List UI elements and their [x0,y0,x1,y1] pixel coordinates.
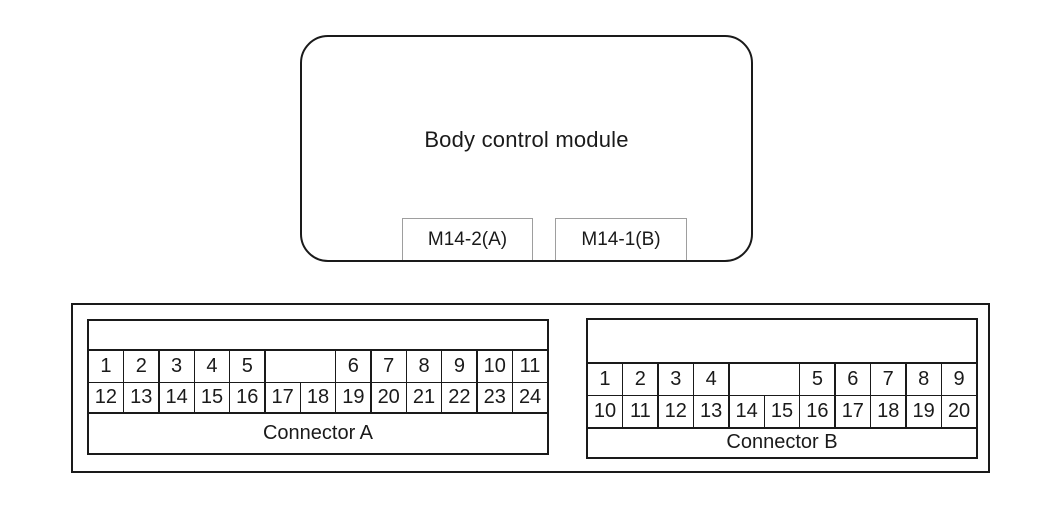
module-connector-label-text: M14-2(A) [427,228,508,250]
pin-cell: 15 [195,383,229,412]
pin-cell: 3 [658,363,693,395]
pin-cell: 22 [442,383,477,412]
pin-cell: 21 [407,383,441,412]
pin-cell: 19 [336,383,371,412]
connector-a-name: Connector A [89,413,547,453]
connector-b-diagram: 1 2 3 4 5 6 7 8 9 10 11 12 13 14 15 16 1… [586,318,978,459]
pin-cell: 8 [906,363,941,395]
pin-cell: 12 [89,383,123,412]
pin-cell: 2 [124,350,159,382]
pin-cell: 23 [477,383,512,412]
pin-cell: 18 [301,383,335,412]
pin-cell: 3 [159,350,194,382]
module-title: Body control module [424,127,629,152]
module-connector-label-m14-1b: M14-1(B) [555,218,687,260]
pin-cell: 13 [694,396,729,427]
pin-cell: 4 [694,363,729,395]
pin-cell: 11 [623,396,658,427]
pin-cell: 5 [230,350,265,382]
module-connector-label-m14-2a: M14-2(A) [402,218,533,260]
pin-cell: 19 [906,396,941,427]
pin-cell: 13 [124,383,159,412]
pin-cell: 20 [942,396,976,427]
pin-cell: 14 [729,396,764,427]
connector-b-name: Connector B [588,428,976,457]
pin-cell: 16 [800,396,835,427]
pin-cell: 12 [658,396,693,427]
pin-cell: 5 [800,363,835,395]
module-connector-label-text: M14-1(B) [581,228,661,250]
connector-b-header-strip [588,320,976,362]
pin-gap-cell [729,363,799,395]
pin-gap-cell [265,350,335,382]
connector-a-diagram: 1 2 3 4 5 6 7 8 9 10 11 12 13 14 15 16 1… [87,319,549,455]
pin-cell: 10 [477,350,512,382]
pin-cell: 6 [336,350,371,382]
pin-cell: 20 [371,383,406,412]
pin-cell: 7 [871,363,906,395]
pin-cell: 11 [513,350,547,382]
pin-cell: 9 [442,350,477,382]
pin-cell: 17 [265,383,300,412]
body-control-module-box: Body control module M14-2(A) M14-1(B) [300,35,753,262]
pin-cell: 1 [89,350,123,382]
pin-cell: 24 [513,383,547,412]
pin-cell: 14 [159,383,194,412]
pin-cell: 4 [195,350,229,382]
pin-cell: 8 [407,350,441,382]
pin-cell: 15 [765,396,799,427]
pin-cell: 17 [835,396,870,427]
pin-cell: 9 [942,363,976,395]
pin-cell: 18 [871,396,906,427]
pin-cell: 1 [588,363,622,395]
connector-detail-panel: 1 2 3 4 5 6 7 8 9 10 11 12 13 14 15 16 1… [71,303,990,473]
pin-cell: 16 [230,383,265,412]
pin-cell: 7 [371,350,406,382]
pin-cell: 10 [588,396,622,427]
pin-cell: 6 [835,363,870,395]
connector-a-header-strip [89,321,547,349]
pin-cell: 2 [623,363,658,395]
